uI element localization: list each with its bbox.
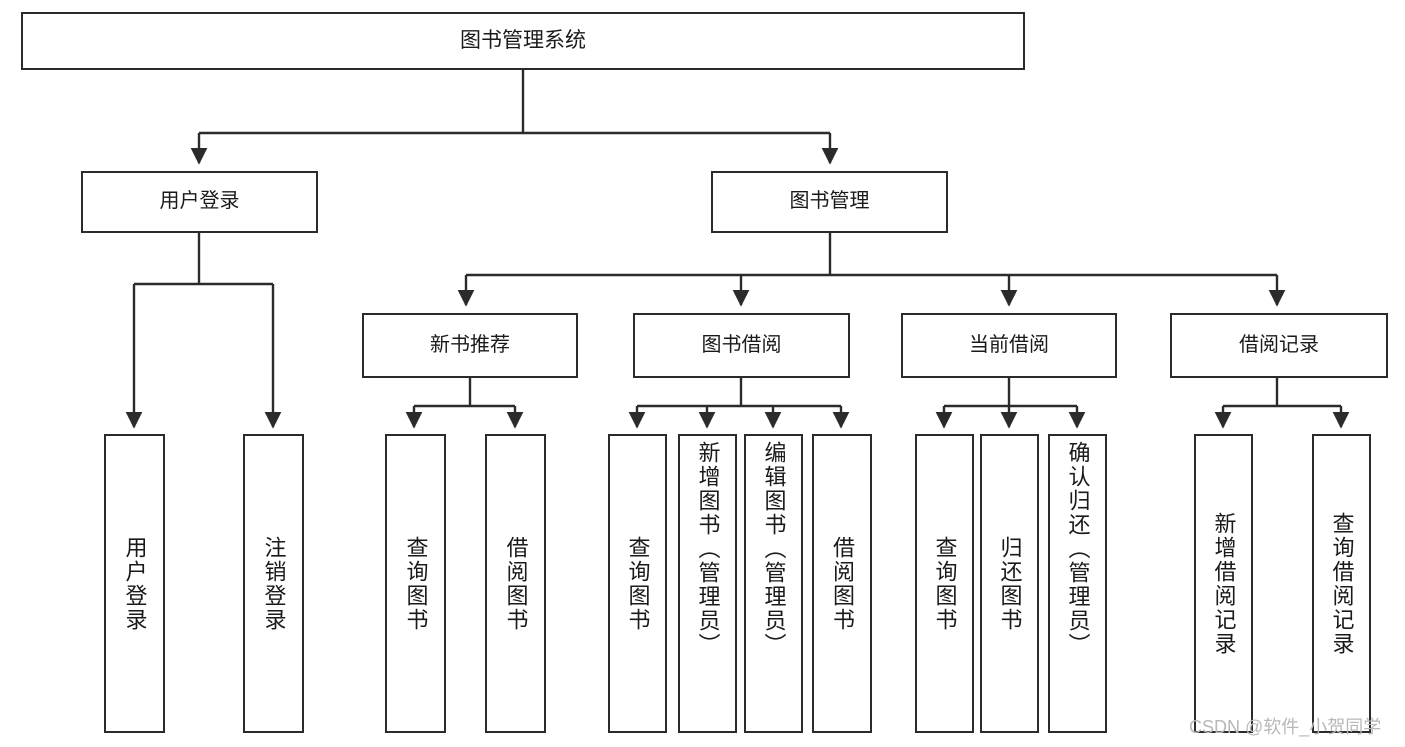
leaf-recommend-query-book[interactable]: 查询图书 <box>385 434 446 733</box>
node-label: 图书借阅 <box>701 333 782 356</box>
leaf-record-query-record[interactable]: 查询借阅记录 <box>1312 434 1371 733</box>
leaf-user-login[interactable]: 用户登录 <box>104 434 165 733</box>
watermark-text: CSDN @软件_小贺同学 <box>1189 717 1382 737</box>
node-label: 确认归还（管理员） <box>1065 441 1091 657</box>
leaf-current-confirm-return-admin[interactable]: 确认归还（管理员） <box>1048 434 1107 733</box>
node-label: 图书管理 <box>789 190 870 213</box>
leaf-borrow-borrow-book[interactable]: 借阅图书 <box>812 434 872 733</box>
node-root-system[interactable]: 图书管理系统 <box>21 12 1025 70</box>
node-current-borrow[interactable]: 当前借阅 <box>901 313 1117 378</box>
leaf-borrow-edit-book-admin[interactable]: 编辑图书（管理员） <box>744 434 803 733</box>
node-label: 查询图书 <box>625 535 651 632</box>
node-label: 借阅图书 <box>503 535 529 632</box>
node-book-borrow[interactable]: 图书借阅 <box>633 313 850 378</box>
leaf-borrow-add-book-admin[interactable]: 新增图书（管理员） <box>678 434 737 733</box>
node-label: 新书推荐 <box>430 333 510 356</box>
leaf-current-query-book[interactable]: 查询图书 <box>915 434 974 733</box>
node-new-book-recommend[interactable]: 新书推荐 <box>362 313 578 378</box>
node-label: 用户登录 <box>122 535 148 632</box>
node-label: 用户登录 <box>159 190 240 213</box>
node-user-login[interactable]: 用户登录 <box>81 171 318 233</box>
node-label: 归还图书 <box>997 535 1023 632</box>
leaf-recommend-borrow-book[interactable]: 借阅图书 <box>485 434 546 733</box>
leaf-record-add-record[interactable]: 新增借阅记录 <box>1194 434 1253 733</box>
node-label: 查询图书 <box>403 535 429 632</box>
node-borrow-record[interactable]: 借阅记录 <box>1170 313 1388 378</box>
leaf-borrow-query-book[interactable]: 查询图书 <box>608 434 667 733</box>
node-label: 查询图书 <box>932 535 958 632</box>
leaf-current-return-book[interactable]: 归还图书 <box>980 434 1039 733</box>
node-label: 新增借阅记录 <box>1211 511 1237 656</box>
node-label: 编辑图书（管理员） <box>761 441 787 657</box>
node-label: 注销登录 <box>261 535 287 632</box>
node-label: 查询借阅记录 <box>1329 511 1355 656</box>
node-label: 借阅记录 <box>1239 333 1319 356</box>
node-label: 借阅图书 <box>830 535 855 632</box>
node-book-management[interactable]: 图书管理 <box>711 171 948 233</box>
node-label: 图书管理系统 <box>460 28 586 52</box>
node-label: 当前借阅 <box>969 333 1049 356</box>
node-label: 新增图书（管理员） <box>695 441 721 657</box>
leaf-user-logout[interactable]: 注销登录 <box>243 434 304 733</box>
